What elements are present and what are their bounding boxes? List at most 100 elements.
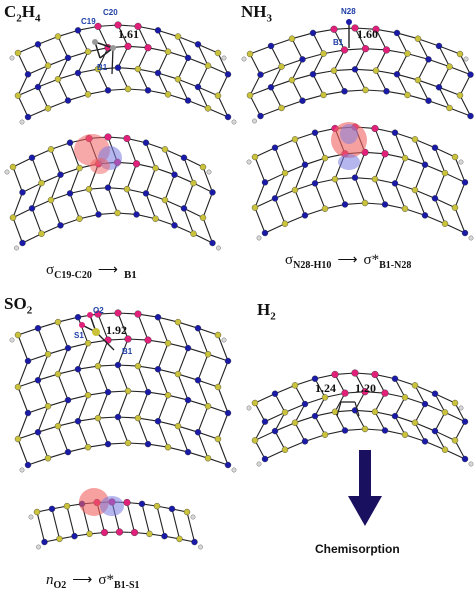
nitrogen-atom [84, 444, 92, 451]
nitrogen-atom [411, 186, 419, 194]
boron-atom [191, 538, 198, 546]
caption-so2: nO2⟶σ*B1-S1 [46, 572, 140, 591]
boron-atom [144, 87, 152, 94]
hydrogen-atom [463, 56, 469, 62]
hydrogen-atom [28, 514, 34, 520]
bn-sheet-nh3 [241, 24, 474, 124]
hydrogen-atom [246, 405, 252, 411]
nitrogen-atom [84, 392, 92, 399]
nitrogen-atom [441, 169, 449, 177]
nitrogen-atom [246, 50, 254, 58]
boron-atom [271, 144, 279, 151]
sigma-star-symbol: σ* [98, 572, 114, 588]
boron-atom [104, 440, 112, 448]
atom-label-c19: C19 [81, 17, 96, 26]
c2h4-orbital [4, 133, 221, 251]
adsorption-site-atom [144, 336, 152, 344]
nitrogen-atom [174, 370, 182, 378]
boron-atom [154, 27, 162, 34]
nitrogen-atom [44, 351, 52, 358]
nitrogen-atom [85, 185, 93, 193]
boron-atom [341, 88, 348, 95]
boron-atom [224, 113, 232, 121]
nitrogen-atom [251, 399, 259, 407]
nitrogen-atom [176, 535, 183, 543]
boron-atom [383, 88, 390, 95]
nitrogen-atom [152, 164, 159, 172]
caption-c2h4: σC19-C20⟶B1 [46, 262, 137, 281]
nitrogen-atom [441, 220, 449, 227]
hydrogen-atom [19, 467, 25, 473]
boron-atom [144, 388, 152, 396]
boron-atom [74, 366, 82, 373]
nitrogen-atom [288, 35, 296, 42]
boron-atom [74, 418, 82, 425]
adsorption-site-atom [361, 388, 369, 396]
chemisorption-label: Chemisorption [315, 542, 400, 556]
adsorption-site-atom [123, 498, 131, 507]
boron-atom [209, 239, 216, 247]
nitrogen-atom [401, 205, 409, 212]
nitrogen-atom [38, 179, 45, 187]
boron-atom [184, 97, 192, 104]
boron-atom [34, 377, 42, 384]
panel-h2: H2 1.24 1.20 Chemisorption [237, 290, 474, 601]
boron-atom [64, 448, 72, 456]
boron-atom [301, 212, 309, 219]
sigma-star-symbol: σ* [363, 252, 380, 268]
boron-atom [271, 427, 279, 435]
h2-structure: 1.24 1.20 [246, 369, 474, 467]
adsorption-site-atom [361, 45, 370, 53]
so2-orbital [28, 488, 203, 550]
nitrogen-atom [146, 530, 153, 538]
nitrogen-atom [164, 340, 172, 347]
nitrogen-atom [84, 91, 92, 98]
boron-atom [299, 97, 306, 104]
boron-atom [71, 532, 78, 540]
adsorption-site-atom [331, 370, 339, 379]
adsorption-site-atom [124, 335, 132, 343]
boron-atom [311, 375, 319, 382]
boron-atom [261, 179, 269, 186]
boron-atom [184, 448, 192, 456]
adsorption-site-atom [330, 25, 338, 33]
boron-atom [393, 71, 401, 78]
boron-atom [24, 357, 32, 365]
boron-atom [184, 344, 192, 352]
boron-atom [271, 195, 279, 202]
nitrogen-atom [371, 175, 379, 183]
nitrogen-atom [164, 91, 172, 98]
nitrogen-atom [441, 446, 449, 453]
boron-atom [467, 112, 474, 120]
boron-atom [104, 388, 112, 396]
boron-atom [184, 54, 192, 62]
nitrogen-atom [451, 153, 459, 161]
nitrogen-atom [47, 146, 55, 153]
boron-atom [74, 314, 82, 321]
nitrogen-atom [291, 186, 299, 194]
boron-atom [138, 500, 146, 508]
boron-atom [391, 180, 399, 187]
boron-atom [311, 180, 319, 187]
nitrogen-atom [94, 65, 102, 73]
hydrogen-atom [36, 544, 41, 550]
arrow-icon: ⟶ [72, 573, 93, 588]
hydrogen-atom [458, 405, 464, 411]
boron-atom [66, 190, 74, 197]
boron-atom [381, 427, 389, 434]
adsorption-site-atom [371, 370, 379, 379]
nitrogen-atom [14, 383, 22, 391]
boron-atom [194, 41, 202, 48]
nitrogen-atom [401, 431, 409, 438]
adsorption-site-atom [130, 528, 139, 537]
nitrogen-atom [164, 48, 172, 55]
nitrogen-atom [204, 351, 212, 358]
sigma-symbol: σ [285, 252, 294, 268]
boron-atom [34, 41, 42, 48]
nitrogen-atom [183, 508, 191, 516]
nh3-orbital [246, 122, 474, 241]
boron-atom [194, 83, 202, 91]
boron-atom [391, 375, 399, 382]
nitrogen-atom [251, 153, 259, 161]
adsorption-site-atom [100, 528, 109, 537]
